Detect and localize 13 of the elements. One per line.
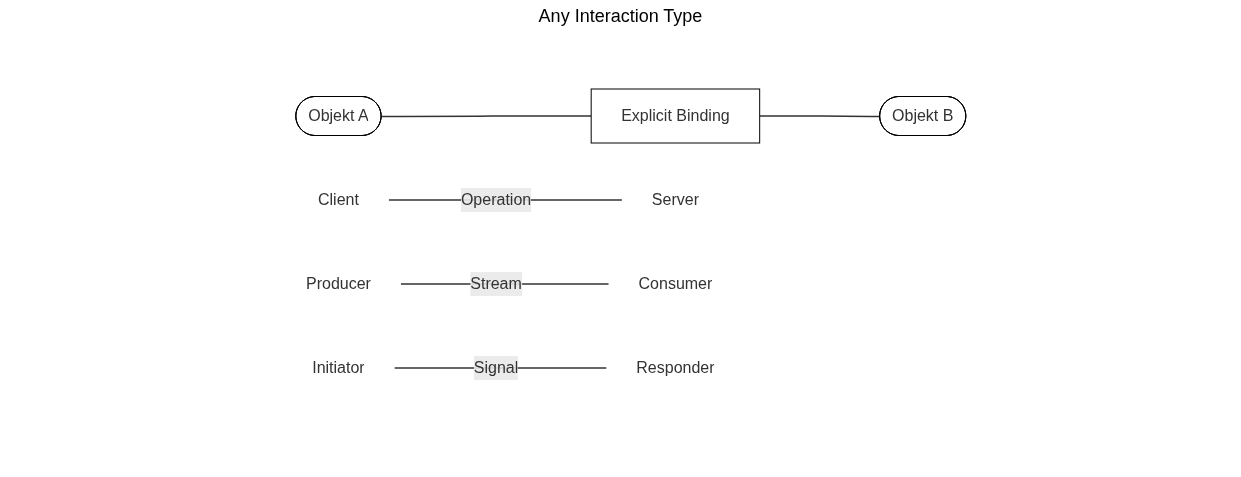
node-text: Initiator: [311, 359, 365, 376]
node-text: Server: [651, 191, 699, 208]
node-box: Explicit Binding: [590, 88, 760, 144]
node-text: Responder: [635, 359, 715, 376]
node-text: Client: [317, 191, 359, 208]
connector: [758, 115, 881, 118]
edge-label: Operation: [460, 191, 531, 208]
interaction-type-label: Any Interaction Type: [538, 6, 703, 27]
connector: [380, 115, 592, 118]
node-text: Consumer: [638, 275, 712, 292]
edge-label: Signal: [473, 359, 518, 376]
edge-label: Stream: [469, 275, 522, 292]
node-text: Producer: [305, 275, 371, 292]
